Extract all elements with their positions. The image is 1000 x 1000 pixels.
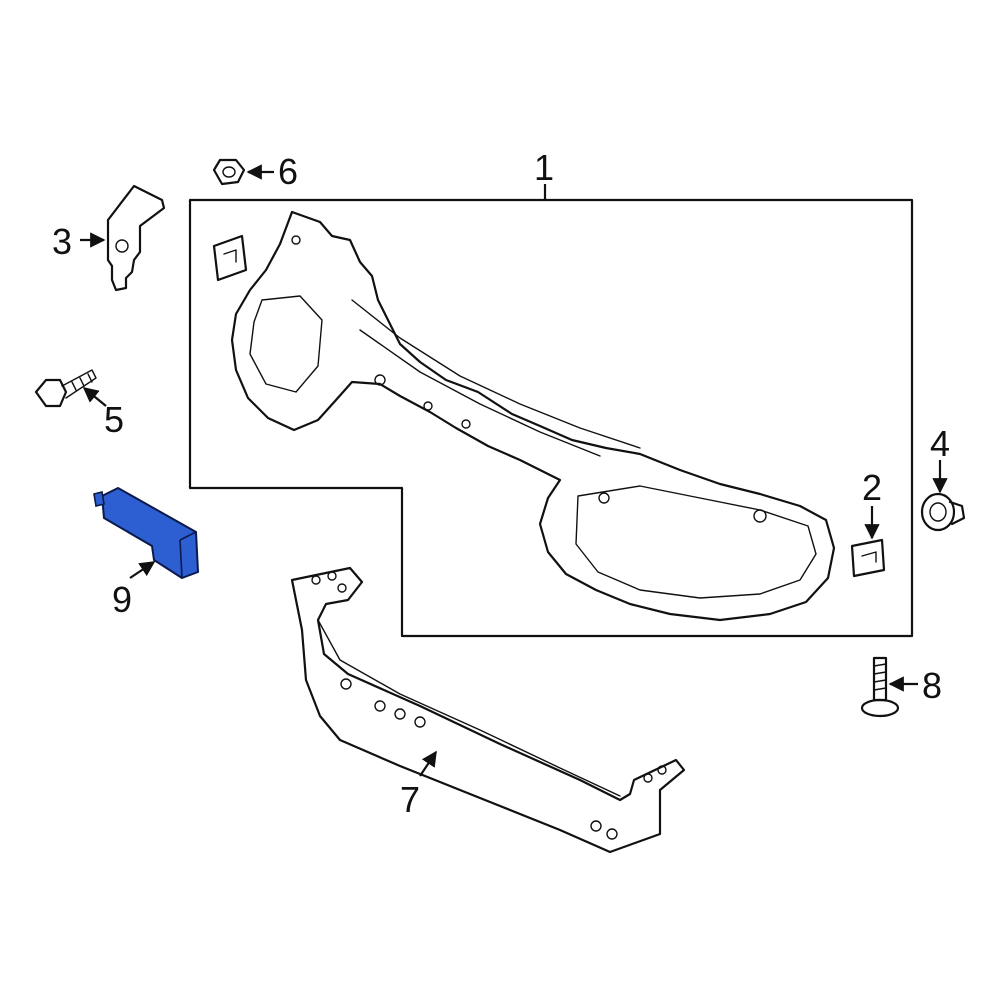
bracket-part-3[interactable] <box>106 184 166 292</box>
leader-9 <box>129 561 156 579</box>
callout-5: 5 <box>104 399 124 440</box>
clip-part-2[interactable] <box>850 538 886 578</box>
highlighted-part-9[interactable] <box>93 487 199 579</box>
callout-1: 1 <box>534 147 554 188</box>
callout-2: 2 <box>862 467 882 508</box>
bolt-part-5[interactable] <box>34 369 97 408</box>
nut-part-6[interactable] <box>212 158 246 186</box>
callout-8: 8 <box>922 665 942 706</box>
assembly-boundary <box>188 198 914 638</box>
leader-7 <box>419 750 437 777</box>
callout-9: 9 <box>112 579 132 620</box>
lower-support-part-7[interactable] <box>290 566 686 854</box>
leader-5 <box>82 387 107 407</box>
clip-part-left <box>212 234 248 282</box>
stud-bolt-part-8[interactable] <box>860 656 900 718</box>
radiator-support-part[interactable] <box>230 210 836 622</box>
callout-6: 6 <box>278 151 298 192</box>
callout-3: 3 <box>52 221 72 262</box>
grommet-part-4[interactable] <box>920 492 966 532</box>
callout-4: 4 <box>930 423 950 464</box>
callout-7: 7 <box>400 779 420 820</box>
